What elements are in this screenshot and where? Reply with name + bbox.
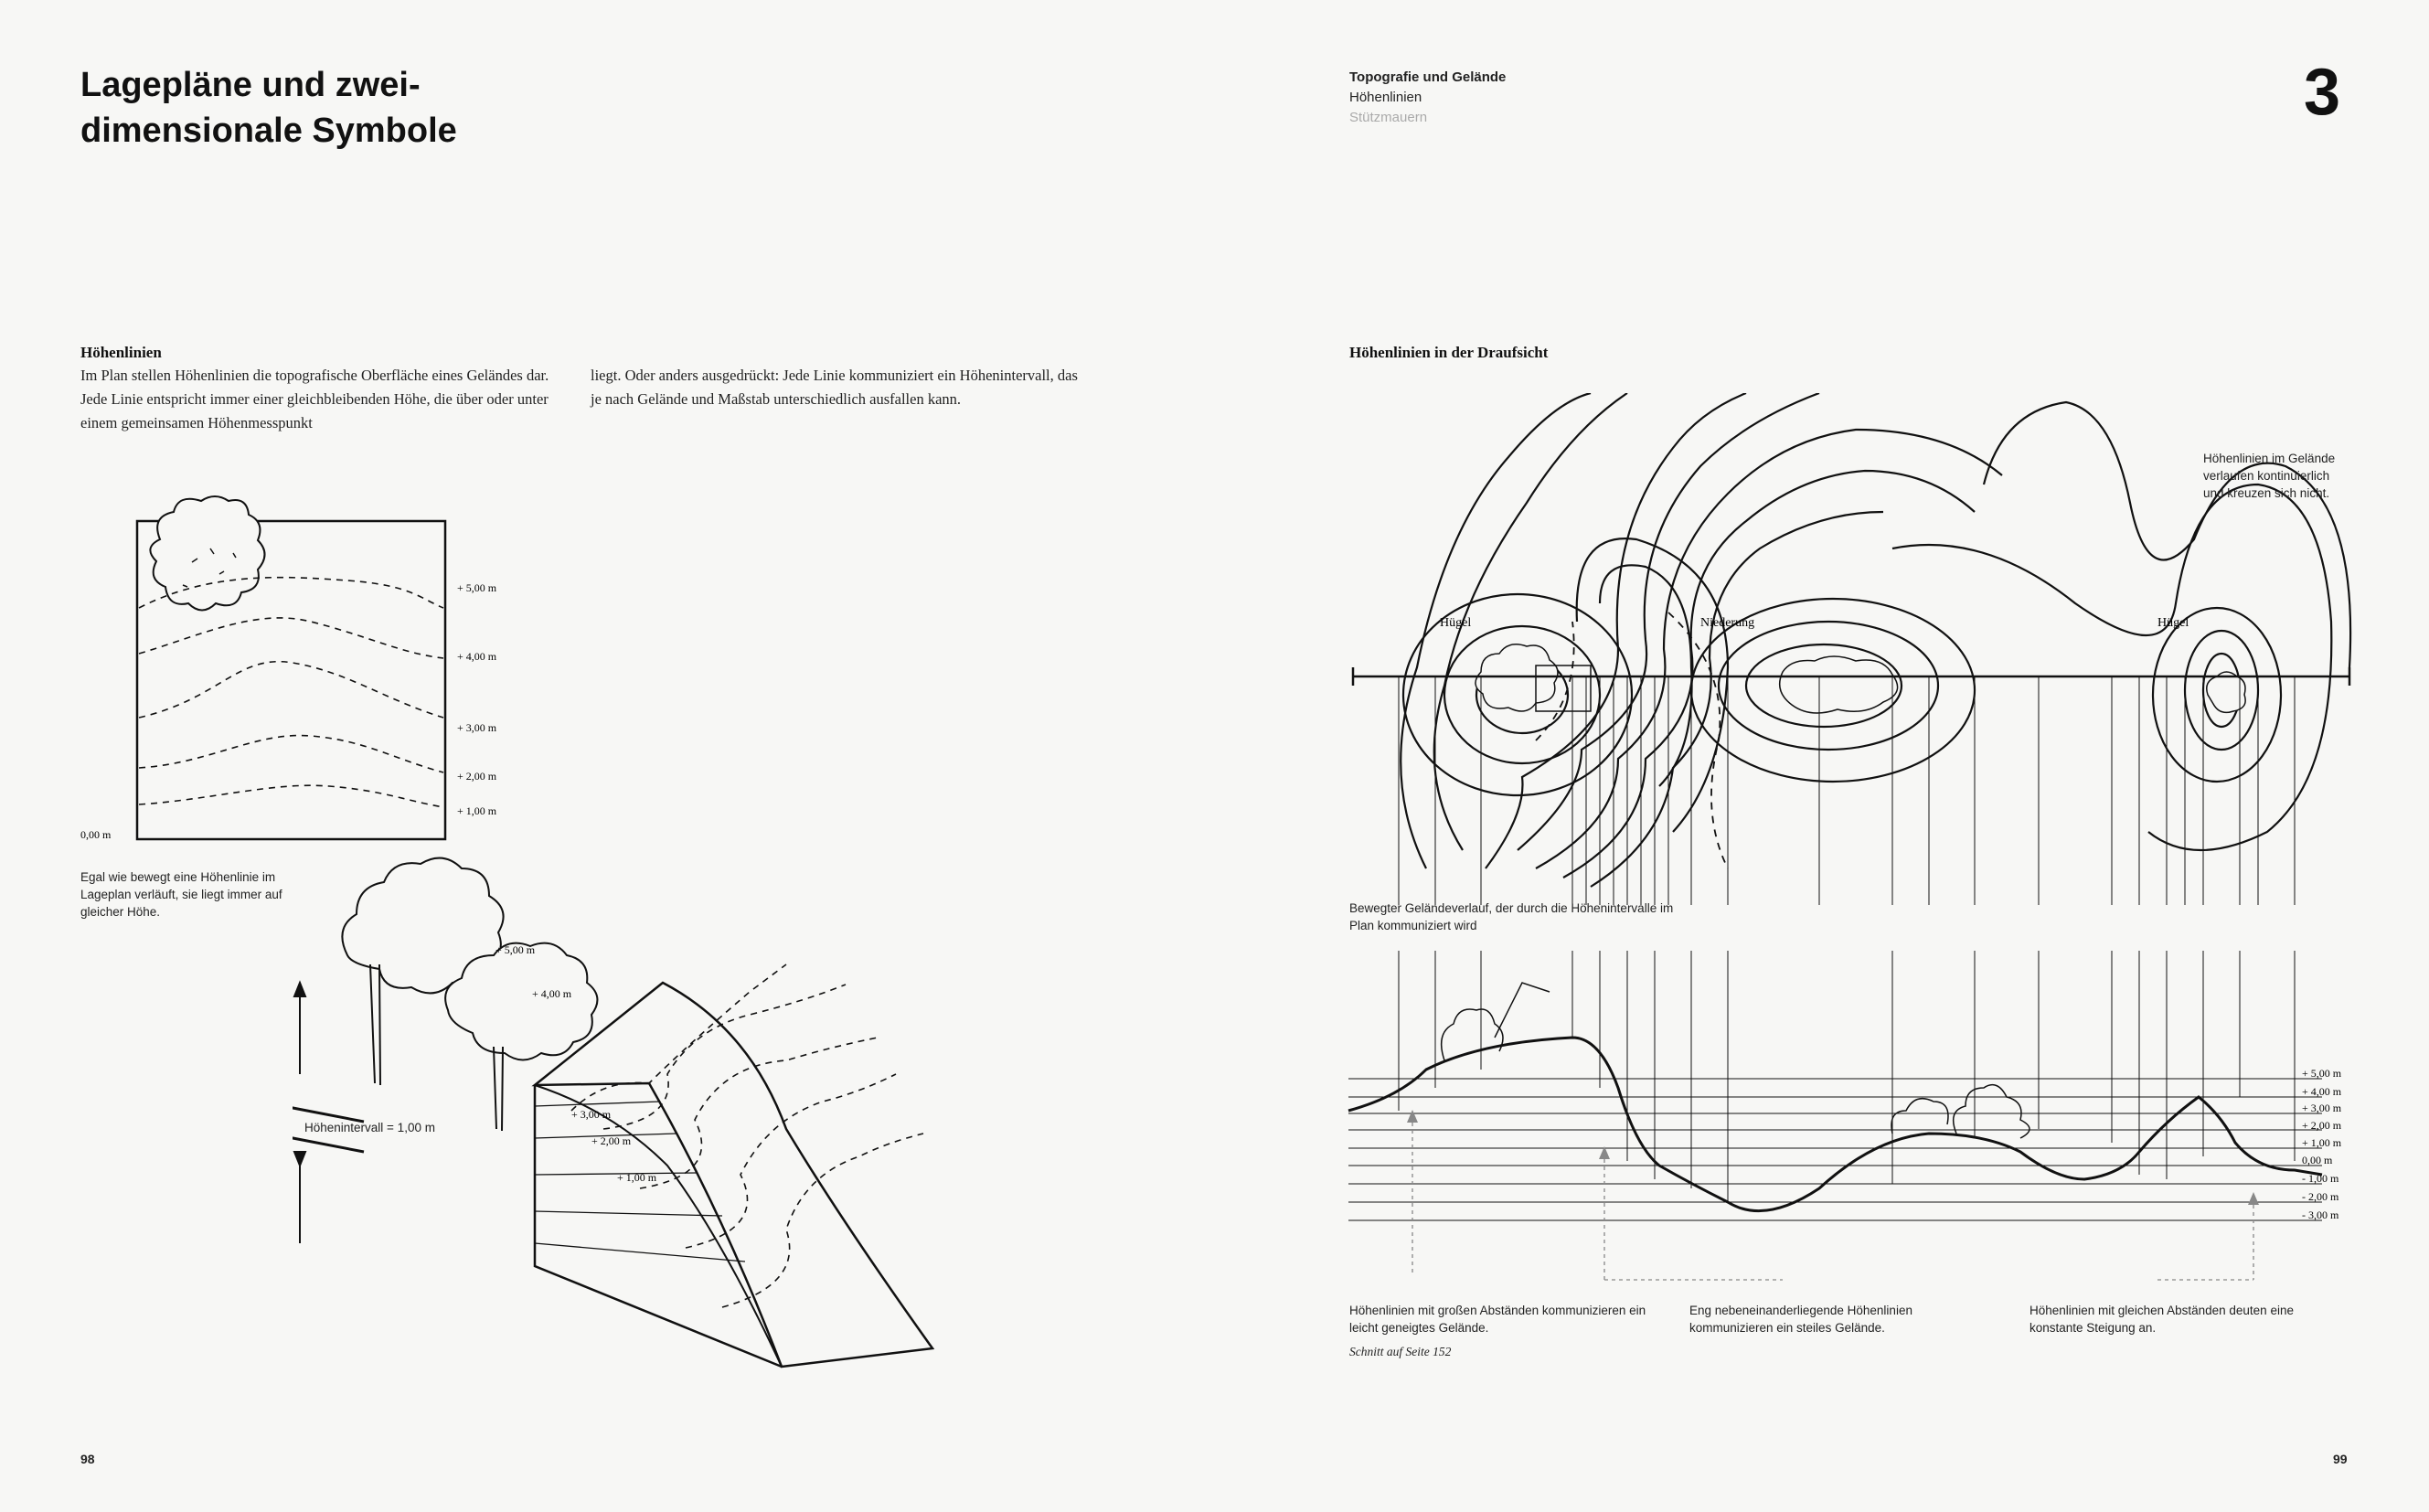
plan-base-label: 0,00 m: [80, 828, 112, 841]
level-minus1: - 1,00 m: [2302, 1172, 2339, 1185]
iso-label-5: + 5,00 m: [495, 943, 536, 956]
page-number-left: 98: [80, 1452, 95, 1466]
level-plus4: + 4,00 m: [2302, 1085, 2342, 1098]
plan-contour-diagram: + 5,00 m + 4,00 m + 3,00 m + 2,00 m + 1,…: [80, 495, 497, 841]
level-plus3: + 3,00 m: [2302, 1102, 2342, 1114]
caption-constant-slope: Höhenlinien mit gleichen Abständen deute…: [2029, 1304, 2294, 1335]
chapter-navigation: Topografie und Gelände Höhenlinien Stütz…: [1349, 68, 1506, 128]
level-minus2: - 2,00 m: [2302, 1190, 2339, 1203]
body-paragraph-1: Im Plan stellen Höhenlinien die topograf…: [80, 367, 549, 431]
level-minus3: - 3,00 m: [2302, 1209, 2339, 1221]
body-paragraph-2: liegt. Oder anders ausgedrückt: Jede Lin…: [591, 367, 1078, 408]
iso-label-1: + 1,00 m: [617, 1171, 657, 1184]
label-hill-2: Hügel: [2157, 616, 2189, 630]
iso-label-2: + 2,00 m: [591, 1134, 632, 1147]
plan-label-5: + 5,00 m: [457, 581, 497, 594]
plan-label-2: + 2,00 m: [457, 770, 497, 783]
contour-top-view: Hügel Niederung Hügel: [1351, 393, 2352, 905]
chapter-number: 3: [2304, 56, 2341, 129]
caption-steep-slope: Eng nebeneinanderliegende Höhenlinien ko…: [1689, 1304, 1912, 1335]
note-continuous: Höhenlinien im Gelände verlaufen kontinu…: [2203, 452, 2336, 500]
plan-label-4: + 4,00 m: [457, 650, 497, 663]
interval-label: Höhenintervall = 1,00 m: [304, 1121, 435, 1134]
level-plus1: + 1,00 m: [2302, 1136, 2342, 1149]
terrain-section: + 5,00 m + 4,00 m + 3,00 m + 2,00 m + 1,…: [1348, 951, 2342, 1281]
level-plus2: + 2,00 m: [2302, 1119, 2342, 1132]
isometric-block-diagram: + 5,00 m + 4,00 m + 3,00 m + 2,00 m + 1,…: [293, 857, 935, 1368]
page-title: Lagepläne und zwei- dimensionale Symbole: [80, 66, 457, 150]
level-plus5: + 5,00 m: [2302, 1067, 2342, 1080]
level-zero: 0,00 m: [2302, 1154, 2333, 1166]
nav-item-stuetzmauern[interactable]: Stützmauern: [1349, 110, 1428, 125]
section-caption: Bewegter Geländeverlauf, der durch die H…: [1349, 901, 1674, 932]
iso-label-4: + 4,00 m: [532, 987, 572, 1000]
nav-item-topografie[interactable]: Topografie und Gelände: [1349, 69, 1507, 85]
page-number-right: 99: [2333, 1452, 2348, 1466]
plan-label-3: + 3,00 m: [457, 721, 497, 734]
figure-heading: Höhenlinien in der Draufsicht: [1349, 344, 1549, 361]
label-lowland: Niederung: [1700, 616, 1754, 630]
caption-see-section[interactable]: Schnitt auf Seite 152: [1349, 1345, 1452, 1358]
plan-label-1: + 1,00 m: [457, 804, 497, 817]
caption-gentle-slope: Höhenlinien mit großen Abständen kommuni…: [1349, 1304, 1646, 1335]
plan-caption: Egal wie bewegt eine Höhenlinie im Lagep…: [80, 870, 282, 919]
nav-item-hoehenlinien[interactable]: Höhenlinien: [1349, 90, 1422, 105]
iso-label-3: + 3,00 m: [571, 1108, 612, 1121]
label-hill-1: Hügel: [1440, 616, 1471, 630]
section-heading: Höhenlinien: [80, 344, 162, 361]
